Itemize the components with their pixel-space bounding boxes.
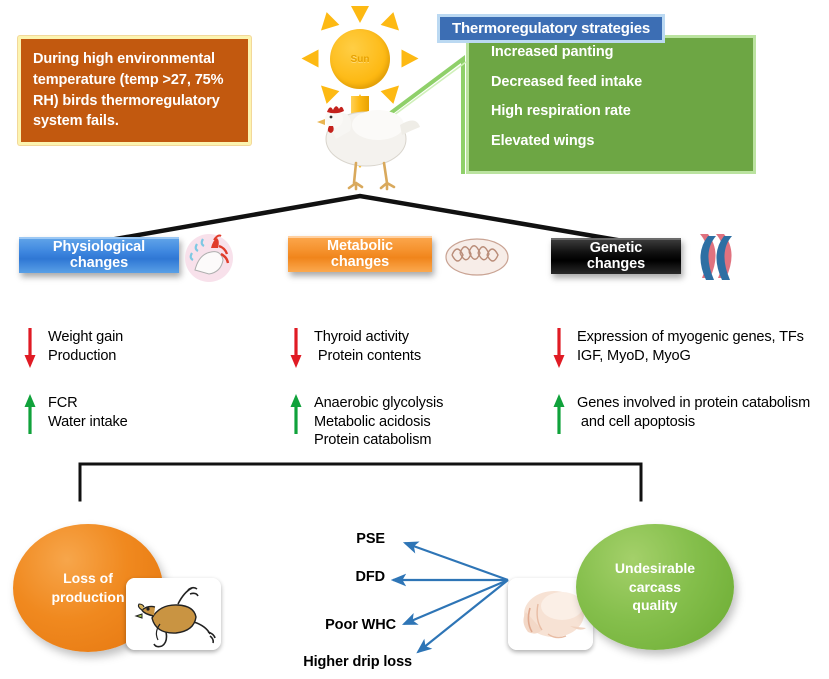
thermo-item: Decreased feed intake — [491, 73, 643, 90]
bottom-bracket — [78, 462, 643, 502]
sun-ray-icon — [380, 12, 406, 37]
category-box-metabolic[interactable]: Metabolic changes — [288, 236, 432, 272]
sun-ray-icon — [401, 49, 419, 68]
outcome-loss-label: Loss of production — [51, 570, 125, 605]
decrease-group: Thyroid activity Protein contents — [288, 328, 443, 368]
list-column-physiological: Weight gain Production FCR Water intake — [22, 328, 128, 434]
thermoregulatory-strategies-panel: Increased panting Decreased feed intake … — [466, 35, 756, 174]
decrease-group: Weight gain Production — [22, 328, 128, 368]
category-label: Genetic changes — [586, 240, 646, 272]
mitochondrion-icon — [444, 233, 510, 277]
up-arrow-icon — [22, 394, 38, 434]
increase-items: Anaerobic glycolysis Metabolic acidosis … — [314, 395, 444, 449]
increase-group: Genes involved in protein catabolism and… — [551, 394, 810, 434]
chromosome-icon — [690, 230, 742, 282]
decrease-group: Expression of myogenic genes, TFs IGF, M… — [551, 328, 810, 368]
category-label: Metabolic changes — [327, 238, 393, 270]
sun-ray-icon — [301, 49, 319, 68]
sun-label: Sun — [350, 53, 370, 65]
quality-effect-dfd: DFD — [355, 569, 385, 585]
list-column-metabolic: Thyroid activity Protein contents Anaero… — [288, 328, 443, 450]
quality-effect-higher-drip-loss: Higher drip loss — [303, 654, 412, 670]
increase-items: FCR Water intake — [48, 395, 128, 430]
category-box-physiological[interactable]: Physiological changes — [19, 237, 179, 273]
outcome-quality-label: Undesirable carcass quality — [614, 559, 696, 614]
category-box-genetic[interactable]: Genetic changes — [551, 238, 681, 274]
sun-ray-icon — [314, 12, 340, 37]
category-label: Physiological changes — [52, 239, 146, 271]
decrease-items: Weight gain Production — [48, 329, 124, 364]
hen-photo — [300, 95, 424, 195]
quality-arrows — [390, 541, 509, 654]
thermo-item: High respiration rate — [491, 103, 631, 119]
increase-items: Genes involved in protein catabolism and… — [577, 395, 811, 430]
down-arrow-icon — [551, 328, 567, 368]
sun-disc-icon: Sun — [330, 29, 390, 89]
decrease-items: Thyroid activity Protein contents — [314, 329, 421, 364]
quality-effect-pse: PSE — [356, 531, 385, 547]
intro-statement-text: During high environmental temperature (t… — [33, 51, 224, 130]
increase-group: FCR Water intake — [22, 394, 128, 434]
list-column-genetic: Expression of myogenic genes, TFs IGF, M… — [551, 328, 810, 434]
thermoregulatory-strategies-title: Thermoregulatory strategies — [437, 14, 665, 43]
thermo-item: Increased panting — [491, 44, 614, 60]
down-arrow-icon — [22, 328, 38, 368]
quality-effect-poor-whc: Poor WHC — [325, 617, 396, 633]
intro-statement-box: During high environmental temperature (t… — [18, 36, 251, 145]
thermo-item: Elevated wings — [491, 132, 595, 149]
sun-ray-icon — [351, 6, 369, 23]
outcome-undesirable-carcass-quality[interactable]: Undesirable carcass quality — [576, 524, 734, 650]
panting-chicken-icon — [183, 228, 235, 284]
thermo-title-text: Thermoregulatory strategies — [452, 20, 650, 37]
down-arrow-icon — [288, 328, 304, 368]
up-arrow-icon — [288, 394, 304, 434]
dead-chicken-thumbnail — [126, 578, 221, 650]
decrease-items: Expression of myogenic genes, TFs IGF, M… — [577, 329, 804, 364]
up-arrow-icon — [551, 394, 567, 434]
sun-graphic: Sun — [296, 6, 424, 116]
increase-group: Anaerobic glycolysis Metabolic acidosis … — [288, 394, 443, 450]
